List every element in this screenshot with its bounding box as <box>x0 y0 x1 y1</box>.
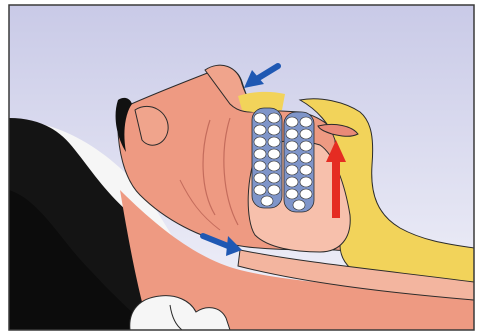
lower-teeth <box>284 112 314 212</box>
upper-teeth <box>252 108 282 208</box>
